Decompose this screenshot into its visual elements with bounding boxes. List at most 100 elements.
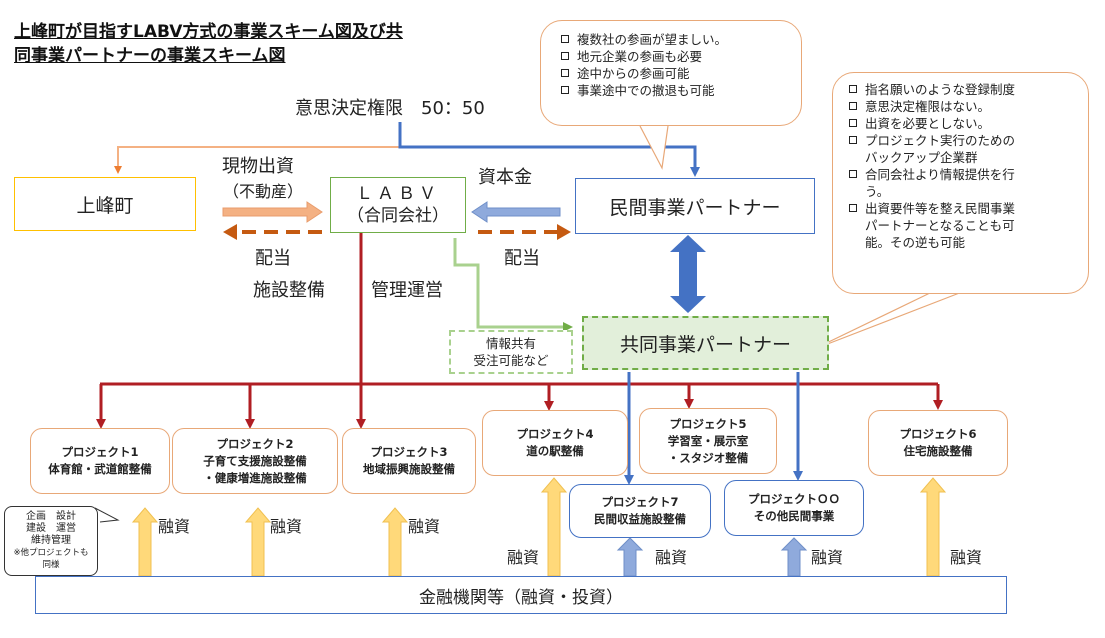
note-callout: 企画 設計 建設 運営 維持管理 ※他プロジェクトも 同様 [4,506,98,576]
project-2: プロジェクト2 子育て支援施設整備 ・健康増進施設整備 [172,428,338,494]
project-6: プロジェクト6 住宅施設整備 [868,410,1008,476]
node-labv-line-2: （合同会社） [347,206,449,226]
project-2-desc-2: ・健康増進施設整備 [203,470,307,485]
inkind-sub-label: （不動産） [223,182,304,201]
management-label: 管理運営 [371,280,443,301]
project-7-name: プロジェクト7 [601,495,679,509]
project-3-desc: 地域振興施設整備 [363,462,455,476]
note-line-1: 企画 設計 [26,511,76,522]
project-4: プロジェクト4 道の駅整備 [482,410,628,476]
dividend-label-right: 配当 [504,248,540,269]
loan-arrows [131,477,947,577]
loan-arrows-blue [616,537,808,577]
callout-right-tail [811,291,963,351]
callout-participation-item-text: 地元企業の参画も必要 [577,49,703,64]
callout-joint-partner-item-text: 出資要件等を整え民間事業 パートナーとなることも可 能。その逆も可能 [865,201,1016,250]
callout-participation-item-text: 複数社の参画が望ましい。 [577,32,728,47]
loan-label-1: 融資 [158,517,191,536]
node-joint-partner-label: 共同事業パートナー [619,333,791,356]
project-7: プロジェクト7 民間収益施設整備 [569,484,711,538]
project-oo-name: プロジェクトＯＯ [748,492,840,506]
checkbox-square-icon [561,52,569,60]
node-financial-institutions-label: 金融機関等（融資・投資） [419,587,623,608]
callout-participation-item: 事業途中での撤退も可能 [561,82,789,99]
callout-participation-item: 途中からの参画可能 [561,65,789,82]
note-line-4: ※他プロジェクトも [13,548,89,558]
callout-joint-partner-item-text: 意思決定権限はない。 [865,99,991,114]
node-info-sharing: 情報共有 受注可能など [449,330,573,374]
callout-joint-partner-item-text: 合同会社より情報提供を行 う。 [865,167,1015,199]
note-line-2: 建設 運営 [26,523,76,534]
node-labv-line-1: ＬＡＢＶ [356,184,440,204]
project-4-name: プロジェクト4 [516,427,594,441]
project-oo: プロジェクトＯＯ その他民間事業 [724,480,864,536]
checkbox-square-icon [849,102,857,110]
partner-double-arrow [670,235,706,313]
project-4-desc: 道の駅整備 [526,444,584,458]
note-tail [94,507,120,523]
callout-participation-item: 複数社の参画が望ましい。 [561,31,789,48]
callout-participation-item-text: 途中からの参画可能 [577,66,690,81]
capital-label: 資本金 [478,167,532,188]
title-line-2: 同事業パートナーの事業スキーム図 [14,46,286,66]
checkbox-square-icon [561,69,569,77]
loan-label-oo: 融資 [811,548,844,567]
callout-joint-partner-item: プロジェクト実行のための バックアップ企業群 [849,132,1080,166]
note-line-3: 維持管理 [31,535,71,546]
loan-label-3: 融資 [408,517,441,536]
labv-to-joint-line [453,238,573,332]
node-info-line-1: 情報共有 [485,336,536,351]
project-2-name: プロジェクト2 [216,436,294,451]
callout-participation-item-text: 事業途中での撤退も可能 [577,83,715,98]
project-1: プロジェクト1 体育館・武道館整備 [30,428,170,494]
loan-label-7: 融資 [655,548,688,567]
callout-joint-partner-item: 指名願いのような登録制度 [849,81,1080,98]
node-financial-institutions: 金融機関等（融資・投資） [35,576,1007,614]
project-2-desc-1: 子育て支援施設整備 [203,453,307,468]
project-oo-desc: その他民間事業 [753,509,835,523]
project-3: プロジェクト3 地域振興施設整備 [342,428,476,494]
project-3-name: プロジェクト3 [370,445,448,459]
callout-joint-partner-item: 出資要件等を整え民間事業 パートナーとなることも可 能。その逆も可能 [849,200,1080,251]
callout-joint-partner-item: 合同会社より情報提供を行 う。 [849,166,1080,200]
checkbox-square-icon [849,204,857,212]
callout-participation-item: 地元企業の参画も必要 [561,48,789,65]
loan-label-4: 融資 [507,548,540,567]
callout-participation-list: 複数社の参画が望ましい。地元企業の参画も必要途中からの参画可能事業途中での撤退も… [561,31,789,99]
loan-label-6: 融資 [950,548,983,567]
callout-top-tail [639,125,669,170]
inkind-arrow [222,201,323,223]
callout-joint-partner-item-text: 出資を必要としない。 [865,116,991,131]
project-5: プロジェクト5 学習室・展示室 ・スタジオ整備 [639,408,777,474]
project-6-name: プロジェクト6 [899,427,977,441]
project-5-desc-1: 学習室・展示室 [667,433,749,448]
checkbox-square-icon [849,119,857,127]
inkind-label: 現物出資 [222,156,294,177]
callout-joint-partner-item: 意思決定権限はない。 [849,98,1080,115]
callout-joint-partner-list: 指名願いのような登録制度意思決定権限はない。出資を必要としない。プロジェクト実行… [849,81,1080,251]
callout-joint-partner-item-text: 指名願いのような登録制度 [865,82,1016,97]
node-town: 上峰町 [14,177,196,231]
checkbox-square-icon [561,35,569,43]
project-6-desc: 住宅施設整備 [903,444,973,458]
facility-label: 施設整備 [253,280,325,301]
callout-joint-partner: 指名願いのような登録制度意思決定権限はない。出資を必要としない。プロジェクト実行… [832,72,1089,294]
project-5-name: プロジェクト5 [669,416,747,431]
project-1-name: プロジェクト1 [61,445,139,459]
node-private-partner: 民間事業パートナー [575,178,815,234]
callout-participation: 複数社の参画が望ましい。地元企業の参画も必要途中からの参画可能事業途中での撤退も… [540,20,802,126]
project-7-desc: 民間収益施設整備 [594,512,686,526]
dividend-label-left: 配当 [255,248,291,269]
node-town-label: 上峰町 [76,194,134,217]
node-labv: ＬＡＢＶ （合同会社） [330,177,466,233]
decision-line-to-private [398,122,700,177]
node-joint-partner: 共同事業パートナー [582,316,829,370]
note-line-5: 同様 [42,560,60,570]
project-5-desc-2: ・スタジオ整備 [667,450,749,465]
checkbox-square-icon [849,85,857,93]
node-info-line-2: 受注可能など [473,353,549,368]
checkbox-square-icon [849,170,857,178]
capital-arrow [471,201,561,223]
